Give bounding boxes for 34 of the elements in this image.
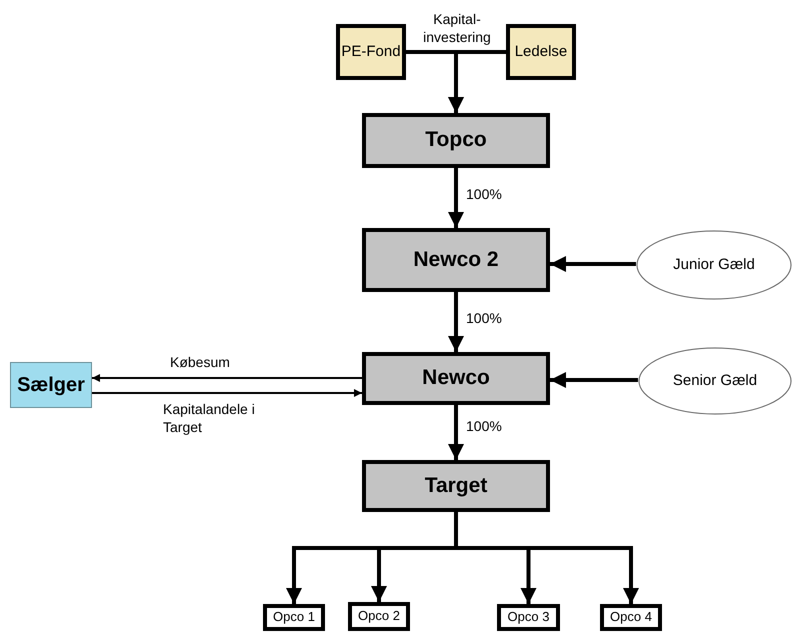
node-label: Junior Gæld	[673, 256, 755, 274]
node-label: PE-Fond	[341, 42, 401, 62]
company-box	[362, 113, 550, 168]
company-box	[362, 228, 550, 292]
node-label: Senior Gæld	[672, 372, 758, 390]
node-label: Newco 2	[413, 246, 499, 273]
arrow	[92, 374, 362, 382]
arrow	[448, 405, 464, 460]
subsidiary-box	[497, 604, 560, 631]
owner-box	[336, 24, 406, 80]
company-box	[362, 352, 550, 405]
debt-ellipse	[638, 347, 792, 415]
arrow	[448, 50, 506, 113]
node-label: Ledelse	[514, 42, 568, 62]
node-label: Topco	[425, 127, 487, 154]
subsidiary-box	[600, 604, 662, 631]
subsidiary-box	[263, 604, 325, 631]
debt-ellipse	[636, 230, 792, 300]
arrow	[550, 256, 636, 272]
node-label: Newco	[422, 365, 490, 392]
node-label: Opco 2	[358, 608, 400, 625]
node-label: Opco 4	[610, 609, 652, 626]
arrow	[448, 168, 464, 228]
arrow	[92, 389, 362, 397]
owner-box	[506, 24, 576, 80]
company-box	[362, 460, 550, 512]
arrow	[550, 372, 638, 388]
subsidiary-box	[348, 602, 410, 631]
seller-box	[10, 362, 92, 408]
node-label: Opco 3	[508, 609, 550, 626]
node-label: Opco 1	[273, 609, 315, 626]
arrow	[448, 292, 464, 352]
node-label: Sælger	[17, 372, 85, 398]
node-label: Target	[424, 472, 488, 499]
